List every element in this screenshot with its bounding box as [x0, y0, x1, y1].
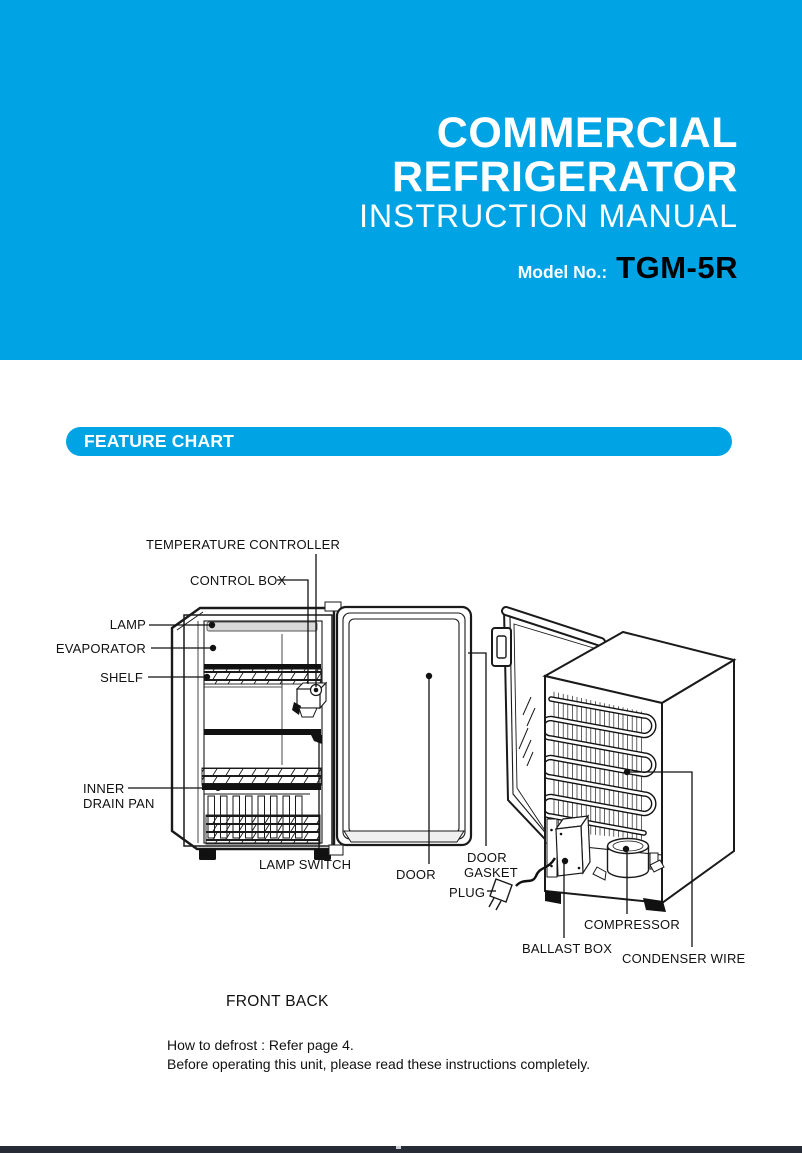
model-number-row: Model No.: TGM-5R	[518, 250, 738, 286]
floor-rack	[205, 814, 321, 845]
door-hinge-bottom	[328, 844, 344, 856]
leader-door-gasket	[468, 652, 487, 846]
label-evaporator: EVAPORATOR	[56, 641, 146, 656]
header-banner: COMMERCIAL REFRIGERATOR INSTRUCTION MANU…	[0, 0, 802, 360]
back-refrigerator-drawing	[488, 630, 737, 912]
back-foot-right	[643, 898, 666, 912]
compressor-drawing	[592, 837, 665, 881]
dot-shelf	[203, 673, 211, 681]
footer-bar-notch	[396, 1146, 401, 1149]
label-door-gasket-1: DOOR	[467, 850, 507, 865]
label-compressor: COMPRESSOR	[584, 917, 680, 932]
label-control-box: CONTROL BOX	[190, 573, 286, 588]
defrost-note: How to defrost : Refer page 4.	[167, 1037, 354, 1053]
label-lamp: LAMP	[110, 617, 146, 632]
door-handle-drawing	[491, 627, 512, 667]
label-plug: PLUG	[449, 885, 485, 900]
label-door-gasket-2: GASKET	[464, 865, 518, 880]
dot-compressor	[622, 845, 630, 853]
feature-chart-title: FEATURE CHART	[84, 431, 235, 451]
leader-dots	[203, 621, 631, 865]
door-hinge-top	[324, 601, 342, 612]
front-foot-left	[199, 849, 216, 860]
title-line-2: REFRIGERATOR	[391, 153, 738, 201]
control-box-drawing	[292, 681, 328, 718]
diagram-labels: TEMPERATURE CONTROLLER CONTROL BOX LAMP …	[56, 537, 746, 966]
diagram-caption: FRONT BACK	[226, 993, 329, 1010]
dot-condenser-wire	[623, 768, 631, 776]
feature-chart-banner: FEATURE CHART	[66, 427, 732, 456]
dot-lamp	[208, 621, 216, 629]
dot-inner-drain-pan	[215, 785, 221, 791]
footer-notes: How to defrost : Refer page 4. Before op…	[167, 1036, 590, 1073]
label-drain-pan: DRAIN PAN	[83, 796, 155, 811]
title-line-3: INSTRUCTION MANUAL	[359, 198, 738, 234]
wire-shelf-lower	[201, 767, 322, 786]
door-bottom-frame	[343, 830, 465, 843]
label-temperature-controller: TEMPERATURE CONTROLLER	[146, 537, 340, 552]
ballast-panel	[546, 818, 558, 878]
front-refrigerator-drawing	[170, 606, 336, 860]
front-foot-right	[314, 849, 331, 860]
dot-ballast-box	[561, 857, 569, 865]
footer-bar	[0, 1146, 802, 1153]
label-condenser-wire: CONDENSER WIRE	[622, 951, 746, 966]
read-instructions-note: Before operating this unit, please read …	[167, 1055, 591, 1072]
glass-reflection-hatches	[518, 696, 536, 767]
title-line-1: COMMERCIAL	[436, 109, 738, 157]
front-door-drawing	[324, 601, 473, 856]
label-inner: INNER	[83, 781, 124, 796]
dot-door	[425, 672, 433, 680]
wire-shelf-upper	[203, 668, 322, 685]
label-lamp-switch: LAMP SWITCH	[259, 857, 351, 872]
label-shelf: SHELF	[100, 670, 143, 685]
shelf-front-bar	[204, 664, 321, 670]
dot-evaporator	[209, 644, 217, 652]
plug-drawing	[488, 878, 513, 911]
leader-condenser-wire	[630, 771, 693, 947]
ballast-box-drawing	[554, 814, 591, 877]
leader-control-box	[277, 579, 309, 684]
back-foot-left	[545, 890, 561, 904]
leader-lines	[128, 554, 693, 947]
model-number-label: Model No.:	[517, 262, 608, 282]
shelf-middle-bar	[204, 729, 321, 735]
power-cord	[515, 857, 557, 887]
lamp-cover	[206, 621, 318, 632]
cabinet-side-face	[661, 658, 735, 905]
label-ballast-box: BALLAST BOX	[522, 941, 612, 956]
model-number-value: TGM-5R	[616, 250, 738, 285]
label-door: DOOR	[396, 867, 436, 882]
